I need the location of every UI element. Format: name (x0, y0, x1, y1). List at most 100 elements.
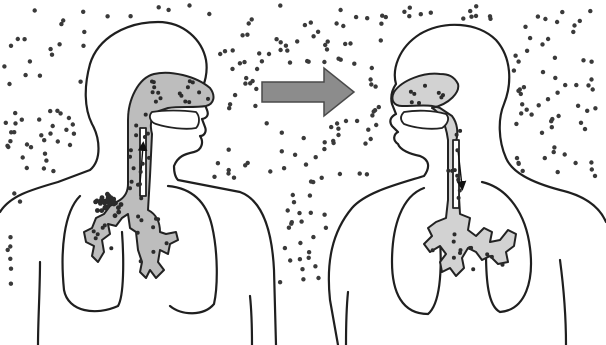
ambient-particle (238, 61, 242, 65)
person-left-mouth (150, 111, 199, 129)
ambient-particle (284, 44, 288, 48)
ambient-particle (593, 106, 597, 110)
ambient-particle (43, 152, 47, 156)
ambient-particle (282, 166, 286, 170)
airway-particle (128, 186, 132, 190)
ambient-particle (16, 37, 20, 41)
ambient-particle (591, 87, 595, 91)
ambient-particle (287, 226, 291, 230)
ambient-particle (338, 172, 342, 176)
ambient-particle (590, 167, 594, 171)
ambient-particle (243, 163, 247, 167)
ambient-particle (553, 76, 557, 80)
airway-particle (471, 267, 475, 271)
ambient-particle (323, 43, 327, 47)
lung-cluster-particle (95, 208, 100, 213)
ambient-particle (571, 30, 575, 34)
ambient-particle (254, 87, 258, 91)
ambient-particle (354, 15, 358, 19)
ambient-particle (516, 59, 520, 63)
ambient-particle (297, 211, 301, 215)
ambient-particle (37, 117, 41, 121)
ambient-particle (247, 21, 251, 25)
ambient-particle (48, 109, 52, 113)
ambient-particle (546, 37, 550, 41)
ambient-particle (300, 267, 304, 271)
ambient-particle (593, 174, 597, 178)
ambient-particle (223, 49, 227, 53)
ambient-particle (21, 155, 25, 159)
ambient-particle (8, 235, 12, 239)
ambient-particle (278, 280, 282, 284)
airway-particle (412, 92, 416, 96)
ambient-particle (549, 119, 553, 123)
airway-particle (455, 148, 459, 152)
ambient-particle (218, 52, 222, 56)
ambient-particle (288, 258, 292, 262)
ambient-particle (523, 25, 527, 29)
ambient-particle (311, 180, 315, 184)
ambient-particle (552, 150, 556, 154)
ambient-particle (278, 3, 282, 7)
ambient-particle (231, 48, 235, 52)
person-right-mouth (401, 111, 448, 129)
airway-particle (431, 248, 435, 252)
ambient-particle (255, 67, 259, 71)
ambient-particle (299, 219, 303, 223)
airway-particle (409, 90, 413, 94)
ambient-particle (513, 54, 517, 58)
airway-particle (456, 178, 460, 182)
ambient-particle (295, 39, 299, 43)
airway-particle (151, 250, 155, 254)
airway-particle (139, 196, 143, 200)
ambient-particle (377, 105, 381, 109)
airway-particle (136, 231, 140, 235)
ambient-particle (207, 12, 211, 16)
ambient-particle (8, 257, 12, 261)
lung-cluster-particle (105, 198, 110, 203)
ambient-particle (429, 11, 433, 15)
ambient-particle (355, 119, 359, 123)
ambient-particle (365, 16, 369, 20)
ambient-particle (6, 145, 10, 149)
ambient-particle (546, 97, 550, 101)
ambient-particle (374, 123, 378, 127)
person-right-arm-line (560, 260, 566, 345)
airway-particle (103, 223, 107, 227)
ambient-particle (316, 276, 320, 280)
ambient-particle (25, 142, 29, 146)
ambient-particle (325, 47, 329, 51)
ambient-particle (128, 14, 132, 18)
ambient-particle (574, 83, 578, 87)
ambient-particle (243, 81, 247, 85)
ambient-particle (240, 33, 244, 37)
ambient-particle (573, 161, 577, 165)
ambient-particle (344, 119, 348, 123)
person-left-arm-line-right (250, 296, 252, 345)
ambient-particle (541, 70, 545, 74)
ambient-particle (555, 91, 559, 95)
ambient-particle (22, 37, 26, 41)
ambient-particle (265, 121, 269, 125)
airway-particle (458, 189, 462, 193)
ambient-particle (408, 6, 412, 10)
ambient-particle (309, 211, 313, 215)
ambient-particle (9, 282, 13, 286)
ambient-particle (474, 4, 478, 8)
ambient-particle (379, 38, 383, 42)
person-left-arm-line (38, 262, 40, 345)
ambient-particle (304, 162, 308, 166)
airway-particle (146, 132, 150, 136)
ambient-particle (519, 92, 523, 96)
ambient-particle (519, 111, 523, 115)
ambient-particle (550, 125, 554, 129)
ambient-particle (314, 155, 318, 159)
airway-particle (490, 255, 494, 259)
ambient-particle (288, 60, 292, 64)
ambient-particle (67, 116, 71, 120)
airway-particle (134, 133, 138, 137)
airway-particle (165, 241, 169, 245)
ambient-particle (552, 145, 556, 149)
ambient-particle (227, 148, 231, 152)
ambient-particle (308, 193, 312, 197)
